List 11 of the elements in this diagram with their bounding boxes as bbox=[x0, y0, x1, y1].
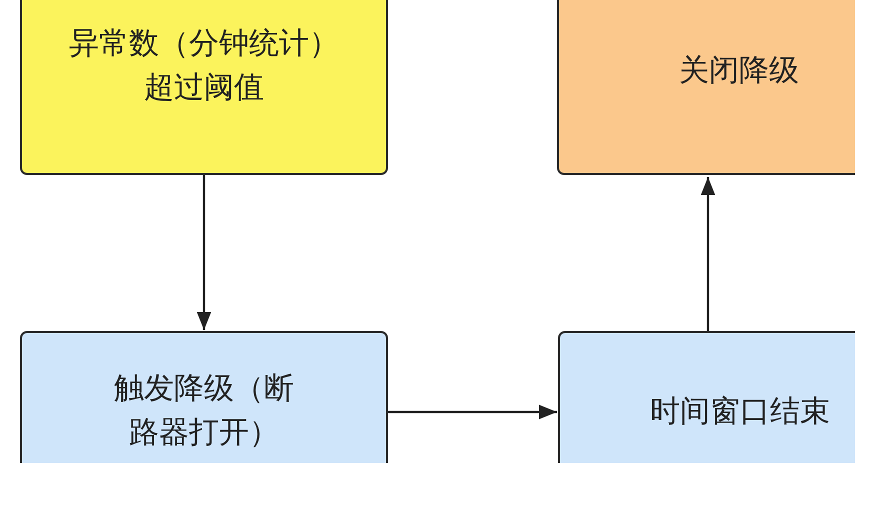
process-box bbox=[557, 0, 855, 175]
arrow bbox=[196, 175, 212, 330]
box-label: 时间窗口结束 bbox=[649, 393, 831, 431]
process-box bbox=[20, 0, 388, 175]
process-box bbox=[558, 331, 855, 463]
process-box bbox=[20, 331, 388, 463]
box-label: 触发降级（断路器打开） bbox=[113, 370, 295, 452]
box-label: 关闭降级 bbox=[678, 52, 800, 90]
arrow bbox=[388, 404, 557, 420]
box-label: 异常数（分钟统计）超过阈值 bbox=[68, 25, 340, 107]
arrow bbox=[700, 177, 716, 331]
